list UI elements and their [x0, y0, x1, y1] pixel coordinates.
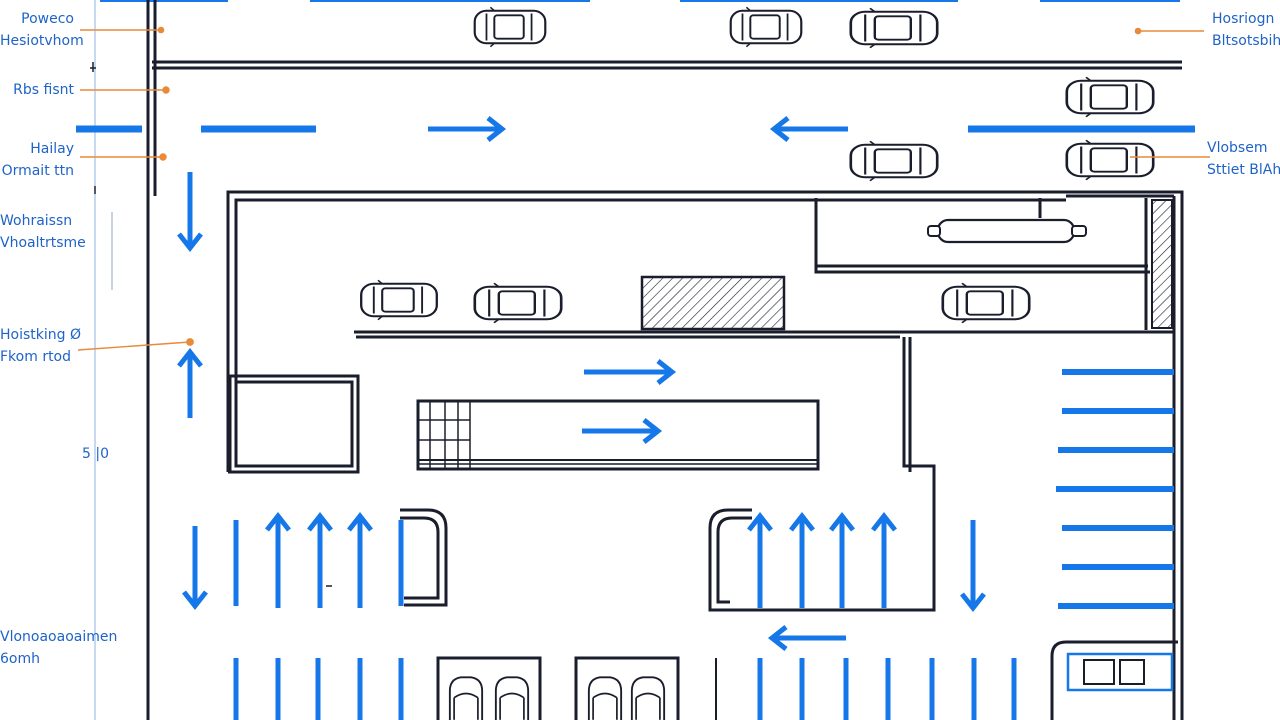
stall-stripes-right: [1056, 369, 1174, 609]
hatch-block-icon: [640, 275, 786, 331]
car-icon: [941, 281, 1031, 325]
label-left-6-line-2: 6omh: [0, 651, 40, 667]
curbs: [400, 508, 752, 612]
car-icon: [587, 676, 623, 720]
label-left-4-line-1: Wohraissn: [0, 213, 73, 229]
arrow-icon: [347, 511, 373, 608]
label-left-3-line-2: Ormait ttn: [1, 163, 74, 179]
label-left-1: Poweco Hesiotvhom: [0, 8, 84, 52]
car-icon: [849, 139, 939, 183]
kiosk-icon: [1066, 652, 1174, 692]
label-left-5-line-2: Fkom rtod: [0, 349, 72, 365]
arrow-icon: [584, 359, 677, 385]
label-left-3: Hailay Ormait ttn: [0, 138, 74, 182]
label-left-5-line-1: Hoistking Ø: [0, 327, 81, 343]
arrow-icon: [307, 511, 333, 608]
direction-arrows: [177, 116, 986, 651]
arrow-icon: [789, 511, 815, 608]
arrow-icon: [767, 625, 846, 651]
arrow-icon: [871, 511, 897, 608]
label-right-2: Vlobsem Sttiet BlAh: [1207, 137, 1280, 181]
label-right-2-line-2: Sttiet BlAh: [1207, 162, 1280, 178]
arrow-icon: [177, 172, 203, 253]
car-icon: [473, 6, 547, 48]
car-icon: [1065, 75, 1155, 119]
label-left-6: Vlonoaoaoaimen 6omh: [0, 626, 117, 670]
car-icon: [630, 676, 666, 720]
road-boundary: [146, 0, 1182, 720]
arrow-icon: [182, 526, 208, 611]
car-icon: [849, 6, 939, 50]
pipe-icon: [927, 218, 1087, 244]
car-icon: [448, 676, 484, 720]
stall-stripes-vertical: [233, 520, 1017, 720]
arrow-icon: [769, 116, 848, 142]
callout-leaders: [77, 26, 1210, 351]
car-icon: [360, 279, 438, 321]
label-left-1-line-1: Poweco: [21, 11, 74, 27]
label-left-4: Wohraissn Vhoaltrtsme: [0, 210, 86, 254]
utility-room: [814, 198, 1150, 330]
arrow-icon: [747, 511, 773, 608]
label-right-1-line-2: Bltsotsbih: [1212, 33, 1280, 49]
label-left-1-line-2: Hesiotvhom: [0, 33, 84, 49]
small-room: [228, 374, 360, 474]
ramp-structure: [416, 399, 820, 471]
label-left-4-line-2: Vhoaltrtsme: [0, 235, 86, 251]
label-right-1-line-1: Hosriogn: [1212, 11, 1275, 27]
vehicles: [360, 6, 1155, 720]
hatched-wall: [1151, 199, 1173, 329]
arrow-icon: [960, 520, 986, 613]
arrow-icon: [829, 511, 855, 608]
arrow-icon: [265, 511, 291, 608]
label-left-2-line-1: Rbs fisnt: [13, 82, 74, 98]
car-icon: [494, 676, 530, 720]
arrow-icon: [428, 116, 507, 142]
car-icon: [729, 6, 803, 48]
label-left-5: Hoistking Ø Fkom rtod: [0, 324, 81, 368]
label-left-6-line-1: Vlonoaoaoaimen: [0, 629, 118, 645]
axis-mark: 5 |0: [82, 446, 109, 462]
label-left-3-line-1: Hailay: [30, 141, 74, 157]
car-icon: [1065, 138, 1155, 182]
car-icon: [473, 281, 563, 325]
label-left-2: Rbs fisnt: [0, 79, 74, 101]
parking-bays: [436, 640, 1178, 720]
arrow-icon: [582, 418, 663, 444]
label-right-1: Hosriogn Bltsotsbih: [1212, 8, 1280, 52]
label-right-2-line-1: Vlobsem: [1207, 140, 1268, 156]
guide-ticks: [90, 62, 332, 587]
arrow-icon: [177, 347, 203, 418]
